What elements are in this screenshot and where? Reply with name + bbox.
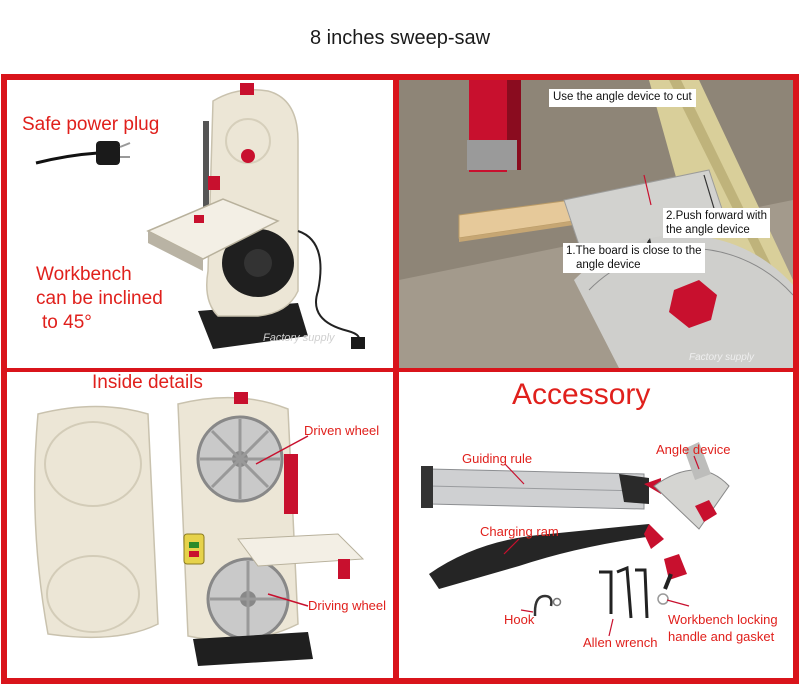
driven-wheel-label: Driven wheel <box>304 423 380 438</box>
workbench-label-line1: Workbench <box>36 264 132 285</box>
hook-label: Hook <box>504 612 535 627</box>
push-forward-line1: 2.Push forward with <box>666 210 767 222</box>
accessory-photo <box>421 442 730 637</box>
angle-device-photo: Factory supply <box>399 80 793 368</box>
power-plug-icon <box>96 141 120 165</box>
guiding-rule-label: Guiding rule <box>462 451 533 466</box>
svg-text:Factory supply: Factory supply <box>263 332 336 344</box>
locking-handle-label-line1: Workbench locking <box>668 612 778 627</box>
board-close-line2: angle device <box>576 259 641 271</box>
svg-text:Factory supply: Factory supply <box>689 352 755 363</box>
push-forward-line2: the angle device <box>666 224 750 236</box>
inside-details-heading: Inside details <box>92 372 203 393</box>
angle-device-label: Angle device <box>656 442 731 457</box>
safe-power-plug-label: Safe power plug <box>22 114 160 135</box>
angle-device-note-top: Use the angle device to cut <box>549 89 696 107</box>
locking-handle-label-line2: handle and gasket <box>668 629 775 644</box>
charging-ram-label: Charging ram <box>480 524 559 539</box>
bandsaw-photo: Factory supply <box>35 83 365 349</box>
workbench-label-line2: can be inclined <box>36 288 163 309</box>
accessory-heading: Accessory <box>512 378 651 411</box>
workbench-label-line3: to 45° <box>42 312 92 333</box>
driving-wheel-label: Driving wheel <box>308 598 387 613</box>
board-close-line1: 1.The board is close to the <box>566 245 702 257</box>
allen-wrench-label: Allen wrench <box>583 635 658 650</box>
board-close-note: 1.The board is close to the angle device <box>563 243 705 273</box>
page-title: 8 inches sweep-saw <box>309 26 491 49</box>
inside-details-photo <box>33 392 365 666</box>
push-forward-note: 2.Push forward with the angle device <box>663 208 770 238</box>
